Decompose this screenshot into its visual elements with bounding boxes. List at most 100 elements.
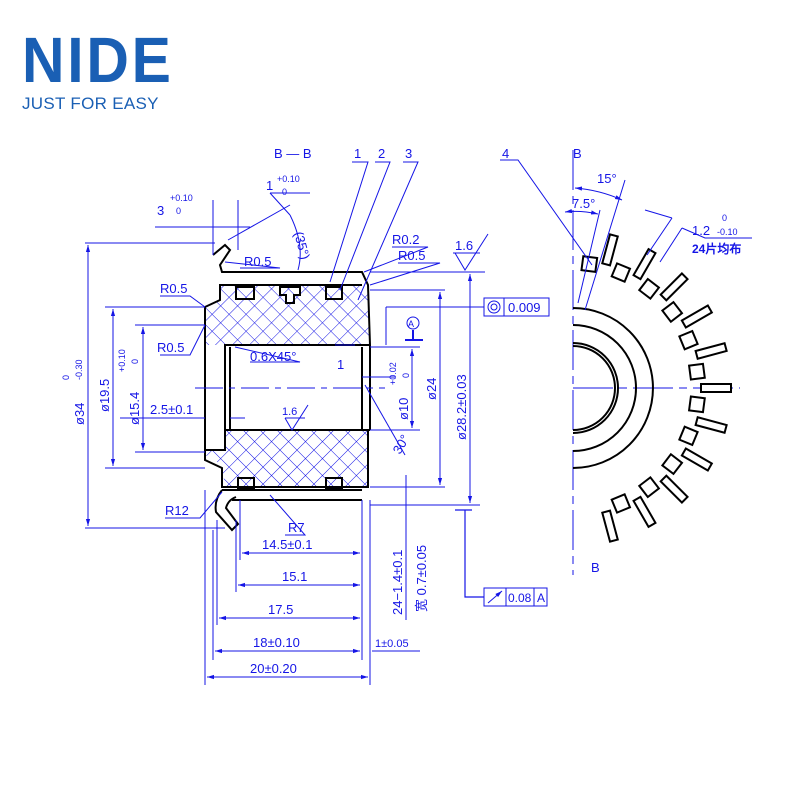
dim-one: 1 (337, 357, 344, 372)
roughness-1-6-top: 1.6 (455, 238, 473, 253)
callout-2: 2 (378, 146, 385, 161)
commutator-tab (601, 509, 619, 543)
core-arc (572, 307, 654, 469)
dim-d34-tol-lo: -0.30 (74, 359, 84, 380)
insulator-hatch-bottom (205, 430, 368, 487)
dim-d34-tol-up: 0 (61, 375, 71, 380)
dim-18: 18±0.10 (253, 635, 300, 650)
nide-logo: NIDE JUST FOR EASY (22, 28, 187, 114)
commutator-tab (601, 233, 619, 267)
commutator-segment (610, 262, 632, 283)
radius-r0-5-inner: R0.5 (157, 340, 184, 355)
radius-r0-5-left: R0.5 (160, 281, 187, 296)
dim-d15-4-tol-up: +0.10 (117, 349, 127, 372)
callout-1: 1 (354, 146, 361, 161)
dim-d19-5: ø19.5 (97, 379, 112, 412)
bore-chamfer-arc (572, 342, 619, 434)
dim-20: 20±0.20 (250, 661, 297, 676)
dim-17-5: 17.5 (268, 602, 293, 617)
slot-3 (325, 286, 343, 300)
runout-icon (487, 590, 503, 604)
radius-r0-2: R0.2 (392, 232, 419, 247)
slot-1 (235, 286, 255, 300)
runout-datum: A (537, 591, 545, 605)
commutator-tab (694, 342, 728, 360)
commutator-segment (660, 452, 684, 476)
section-title: B — B (274, 146, 312, 161)
tab-width: 1.2 (692, 223, 710, 238)
dim-1-tol-lo: 0 (282, 187, 287, 197)
logo-tagline: JUST FOR EASY (22, 94, 159, 113)
insulator-hatch-top (205, 285, 370, 345)
dim-1: 1 (266, 178, 273, 193)
commutator-segment (678, 329, 699, 351)
commutator-tab (694, 416, 728, 434)
section-mark-top: B (573, 146, 582, 161)
slot-2 (279, 286, 301, 304)
commutator-segment (637, 277, 661, 301)
commutator-segment (637, 475, 661, 499)
dim-d10-tol-lo: 0 (401, 373, 411, 378)
commutator-tab (659, 474, 689, 504)
bore-arc (572, 345, 616, 431)
roughness-1-6-bore: 1.6 (282, 406, 297, 418)
radius-r12: R12 (165, 503, 189, 518)
datum-a: A (408, 319, 414, 329)
dim-d10-tol-up: +0.02 (388, 362, 398, 385)
logo-wordmark: NIDE (22, 24, 174, 96)
commutator-segments (580, 233, 732, 543)
front-view: B B 4 15° 7.5° 1.2 0 -0.10 24片均布 (500, 146, 752, 575)
dim-1-tol-up: +0.10 (277, 174, 300, 184)
callout-4: 4 (502, 146, 509, 161)
dim-3: 3 (157, 203, 164, 218)
commutator-segment (687, 362, 706, 381)
front-dimension-lines (500, 159, 752, 311)
dim-d10: ø10 (396, 398, 411, 420)
commutator-segment (660, 300, 684, 324)
section-view: B — B 1 2 3 3 +0.10 0 1 +0.10 0 (35°) R0… (61, 146, 550, 685)
dim-3-tol-lo: 0 (176, 206, 181, 216)
commutator-tab (659, 272, 689, 302)
commutator-tab (632, 495, 657, 529)
commutator-tab (680, 304, 714, 329)
tab-width-tol-lo: -0.10 (717, 227, 738, 237)
concentricity-frame: 0.009 (483, 297, 550, 317)
dim-d34: ø34 (72, 403, 87, 425)
commutator-tab (632, 247, 657, 281)
section-mark-bottom: B (591, 560, 600, 575)
concentricity-icon (487, 300, 501, 314)
dim-slot-width: 宽 0.7±0.05 (414, 545, 429, 612)
dim-d28-2: ø28.2±0.03 (454, 374, 469, 440)
radius-r0-5-right: R0.5 (398, 248, 425, 263)
dim-slot-count: 24−1.4±0.1 (390, 550, 405, 615)
commutator-tab (680, 447, 714, 472)
commutator-segment (687, 395, 706, 414)
angle-15: 15° (597, 171, 617, 186)
tab-note: 24片均布 (692, 241, 741, 256)
dim-1-0-05: 1±0.05 (375, 638, 409, 650)
angle-30: 30° (390, 432, 413, 457)
dim-d15-4-tol-lo: 0 (130, 359, 140, 364)
callout-3: 3 (405, 146, 412, 161)
dim-3-tol-up: +0.10 (170, 193, 193, 203)
concentricity-value: 0.009 (508, 300, 541, 315)
angle-35: (35°) (291, 230, 313, 261)
commutator-segment (610, 493, 632, 514)
commutator-tab (700, 383, 732, 393)
slot-4 (237, 477, 255, 489)
shell-outline (204, 243, 371, 346)
dim-14-5: 14.5±0.1 (262, 537, 313, 552)
dim-15-1: 15.1 (282, 569, 307, 584)
angle-7-5: 7.5° (572, 196, 595, 211)
runout-value: 0.08 (508, 591, 532, 605)
commutator-segment (580, 255, 599, 274)
runout-frame: 0.08 A (483, 587, 548, 607)
dim-2-5: 2.5±0.1 (150, 402, 193, 417)
tab-width-tol-up: 0 (722, 213, 727, 223)
insulator-arc (572, 324, 637, 452)
radius-r0-5-top: R0.5 (244, 254, 271, 269)
slot-5 (325, 477, 343, 489)
dim-d15-4: ø15.4 (127, 392, 142, 425)
